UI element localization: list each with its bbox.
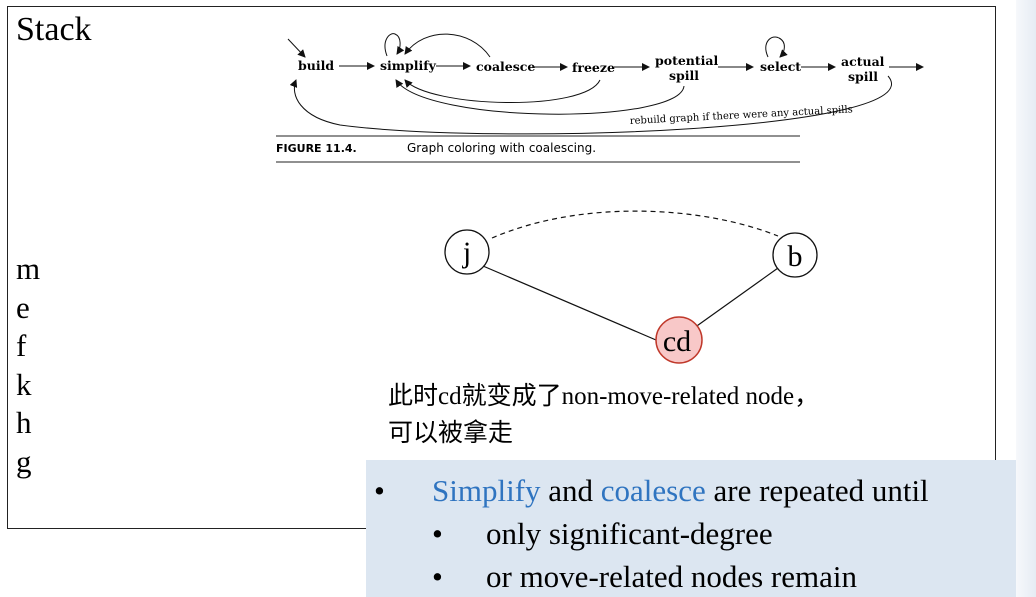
node-freeze: freeze [572, 60, 615, 75]
keyword-simplify: Simplify [432, 473, 541, 508]
summary-bullet-main: • Simplify and coalesce are repeated unt… [374, 472, 929, 510]
edge-freeze-to-simplify [404, 79, 601, 103]
node-potential-spill-line2: spill [669, 68, 699, 83]
bullet-icon: • [432, 559, 443, 594]
stack-item: h [16, 405, 32, 440]
node-potential-spill-line1: potential [655, 53, 719, 68]
graph-node-b-label: b [788, 240, 803, 273]
graph-node-b [772, 232, 818, 278]
annotation-line-2: 可以被拿走 [388, 420, 514, 447]
interference-graph: j b cd [444, 210, 818, 364]
node-simplify: simplify [380, 58, 437, 73]
loop-simplify-self [384, 33, 405, 57]
sub-bullet-text-1: only significant-degree [486, 516, 773, 551]
loop-select-self [765, 36, 788, 58]
move-edge-j-b [491, 210, 779, 239]
summary-bullet-sub-2: • or move-related nodes remain [432, 558, 857, 596]
summary-box: • Simplify and coalesce are repeated unt… [366, 460, 1016, 597]
caption-text: Graph coloring with coalescing. [407, 141, 596, 155]
annotation-line-1: 此时cd就变成了non-move-related node， [388, 383, 820, 410]
stack-item: e [16, 290, 30, 325]
edge-b-cd [693, 267, 779, 329]
annotation-note: 此时cd就变成了non-move-related node， 可以被拿走 [388, 378, 819, 452]
graph-node-j [444, 229, 490, 275]
node-actual-spill-line1: actual [841, 54, 885, 69]
text-and: and [540, 473, 601, 508]
graph-node-j-label: j [462, 236, 471, 269]
bullet-icon: • [432, 516, 443, 551]
caption-number: FIGURE 11.4. [276, 142, 357, 155]
bullet-icon: • [374, 473, 385, 508]
slide-title: Stack [16, 11, 92, 48]
stack-item: f [16, 328, 27, 363]
stack-item: g [16, 444, 32, 479]
stack-item: k [16, 367, 32, 402]
slide-frame [7, 6, 996, 529]
edge-rebuild-to-build [289, 75, 892, 135]
edge-potential-spill-to-simplify [395, 79, 685, 115]
flow-figure: build simplify coalesce freeze potential… [276, 33, 924, 163]
keyword-coalesce: coalesce [600, 473, 706, 508]
graph-node-cd-label: cd [663, 325, 691, 358]
summary-bullet-sub-1: • only significant-degree [432, 515, 773, 553]
text-repeated-until: are repeated until [705, 473, 929, 508]
node-coalesce: coalesce [476, 59, 535, 74]
sub-bullet-text-2: or move-related nodes remain [486, 559, 857, 594]
slide-edge-strip [1016, 0, 1036, 597]
entry-arrow [287, 38, 306, 58]
node-actual-spill-line2: spill [848, 69, 878, 84]
stack-item: m [16, 251, 41, 286]
node-select: select [760, 59, 801, 74]
node-build: build [298, 58, 334, 73]
edge-coalesce-to-simplify [404, 33, 491, 58]
edge-j-cd [482, 265, 657, 341]
rebuild-label: rebuild graph if there were any actual s… [630, 104, 853, 127]
graph-node-cd [655, 316, 703, 364]
